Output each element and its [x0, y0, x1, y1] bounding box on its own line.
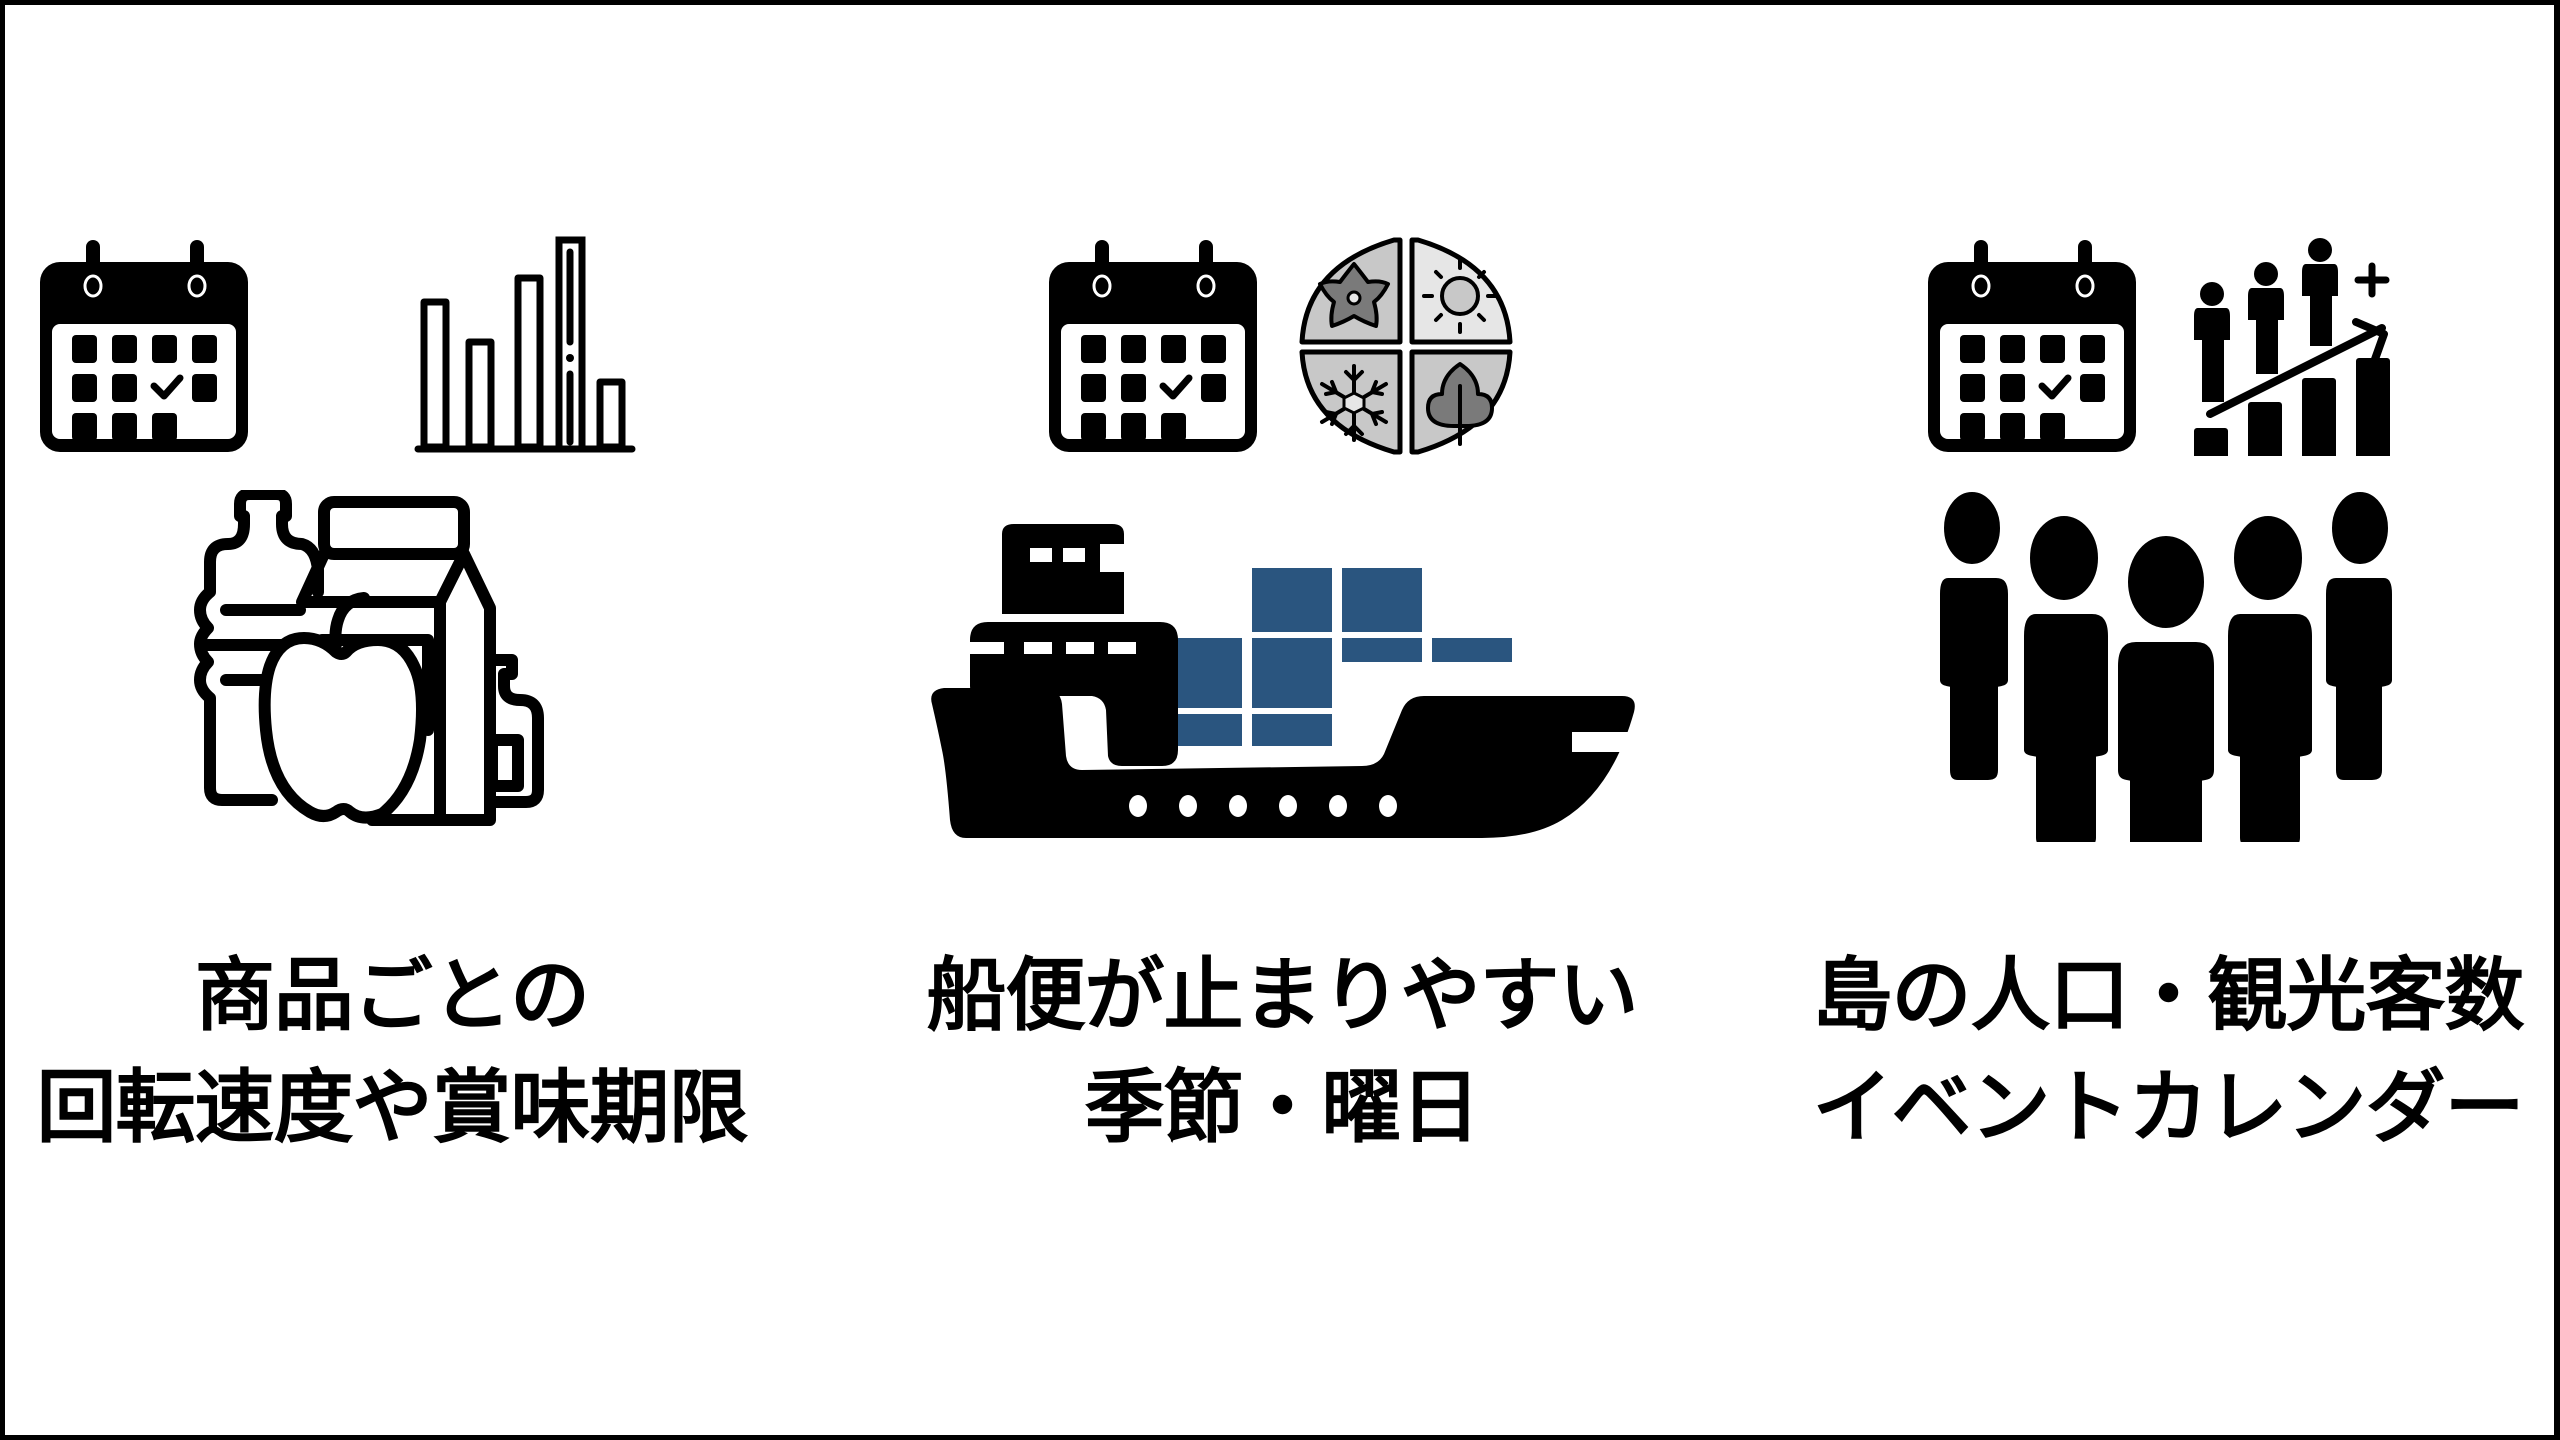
bar-chart-icon	[414, 236, 636, 453]
four-seasons-icon	[1299, 237, 1513, 455]
caption-population: 島の人口・観光客数 イベントカレンダー	[1812, 940, 2525, 1164]
groceries-icon	[194, 490, 544, 826]
caption-line2: 回転速度や賞味期限	[36, 1061, 749, 1154]
people-group-icon	[1932, 490, 2400, 842]
caption-line2: イベントカレンダー	[1812, 1061, 2525, 1154]
cargo-ship-icon	[931, 524, 1635, 838]
caption-line1: 商品ごとの	[194, 949, 590, 1042]
caption-line2: 季節・曜日	[1084, 1061, 1481, 1154]
caption-products: 商品ごとの 回転速度や賞味期限	[36, 940, 749, 1164]
caption-shipping: 船便が止まりやすい 季節・曜日	[926, 940, 1639, 1164]
calendar-check-icon	[1922, 236, 2144, 456]
caption-line1: 島の人口・観光客数	[1812, 949, 2525, 1042]
caption-line1: 船便が止まりやすい	[926, 949, 1639, 1042]
calendar-check-icon	[1043, 236, 1265, 456]
calendar-check-icon	[34, 236, 256, 456]
population-growth-icon	[2194, 238, 2390, 456]
